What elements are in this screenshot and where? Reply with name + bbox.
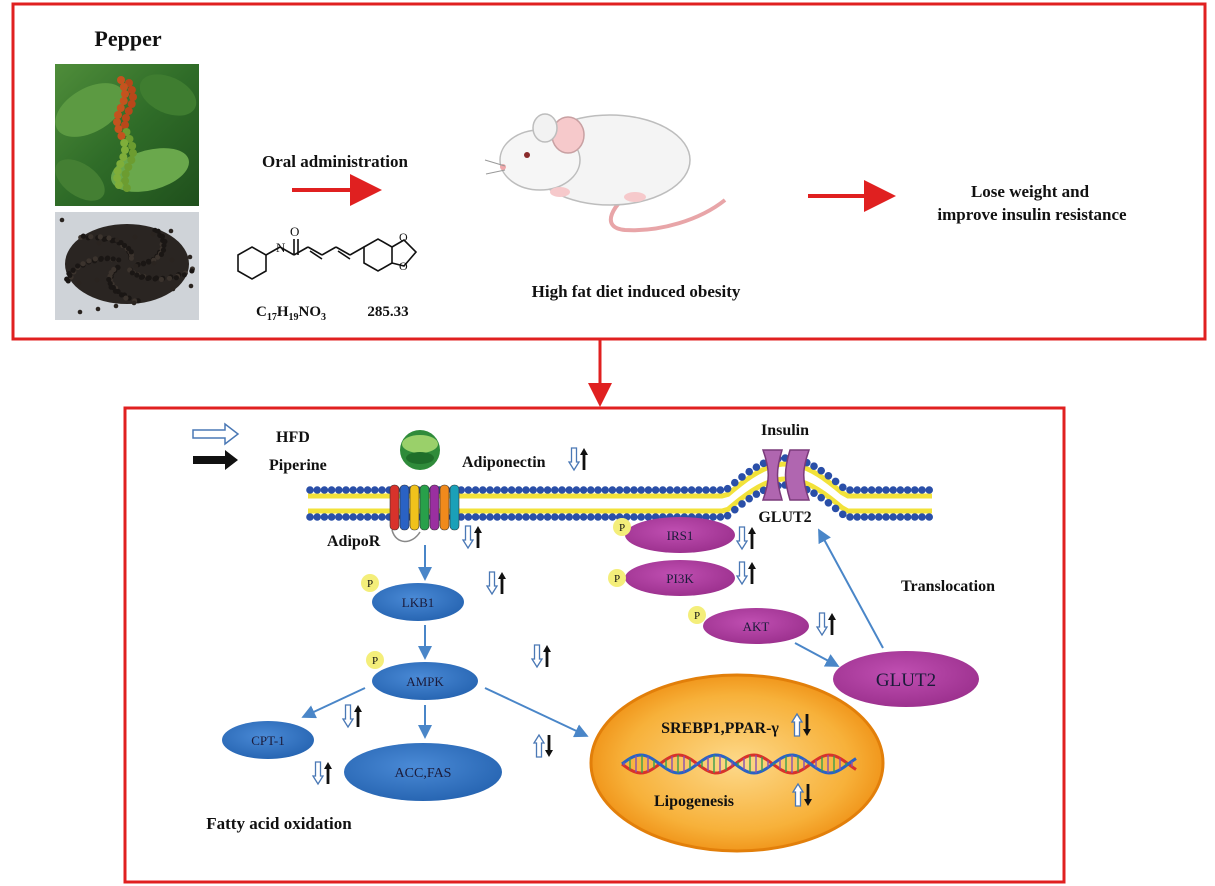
node-irs1-label: IRS1 — [667, 528, 694, 543]
piperine-structure — [237, 238, 418, 280]
pepper-plant-image — [55, 64, 199, 206]
glut2-channel-icon — [761, 449, 811, 501]
regulation-indicators — [311, 447, 836, 807]
node-irs1 — [625, 517, 735, 553]
node-pi3k — [625, 560, 735, 596]
adipor-label: AdipoR — [327, 533, 381, 550]
outcome-line-1: Lose weight and — [971, 182, 1090, 201]
mouse-caption: High fat diet induced obesity — [532, 282, 741, 301]
translocation-label: Translocation — [901, 578, 995, 595]
insulin-label: Insulin — [761, 422, 809, 439]
node-lkb1 — [372, 583, 464, 621]
legend-hfd-arrow — [192, 422, 240, 446]
adiponectin-protein-icon — [400, 430, 440, 470]
node-accfas-label: ACC,FAS — [395, 766, 452, 781]
structure-atom-o3: O — [399, 259, 408, 273]
node-ampk — [372, 662, 478, 700]
node-cpt1-label: CPT-1 — [251, 733, 284, 748]
pepper-title: Pepper — [94, 26, 161, 51]
adiponectin-label: Adiponectin — [462, 454, 546, 471]
fatty-acid-oxidation-label: Fatty acid oxidation — [206, 814, 352, 833]
svg-text:P: P — [372, 655, 378, 667]
svg-text:P: P — [619, 522, 625, 534]
legend-piperine-label: Piperine — [269, 457, 327, 474]
bottom-panel-frame — [123, 406, 1066, 884]
phospho-badges: P P P P P — [361, 518, 706, 669]
svg-text:P: P — [694, 610, 700, 622]
node-cpt1 — [222, 721, 314, 759]
node-akt — [703, 608, 809, 644]
structure-atom-o1: O — [290, 224, 299, 239]
node-pi3k-label: PI3K — [666, 571, 694, 586]
peppercorns-image — [55, 212, 199, 320]
signal-arrows — [301, 528, 884, 739]
dna-helix-icon — [621, 753, 857, 775]
molecular-weight: 285.33 — [367, 304, 408, 320]
node-accfas — [344, 743, 502, 801]
node-ampk-label: AMPK — [406, 674, 444, 689]
legend-hfd-label: HFD — [276, 429, 310, 446]
node-akt-label: AKT — [743, 619, 770, 634]
lipogenesis-label: Lipogenesis — [654, 793, 734, 810]
outcome-line-2: improve insulin resistance — [937, 205, 1127, 224]
svg-text:P: P — [367, 578, 373, 590]
top-panel-frame — [11, 2, 1207, 341]
node-lkb1-label: LKB1 — [402, 595, 435, 610]
srebp-label: SREBP1,PPAR-γ — [661, 720, 779, 737]
oral-administration-label: Oral administration — [262, 152, 408, 171]
node-glut2 — [833, 651, 979, 707]
mouse-illustration — [484, 113, 727, 233]
structure-atom-n: N — [276, 240, 286, 255]
svg-text:P: P — [614, 573, 620, 585]
structure-atom-o2: O — [399, 230, 408, 244]
node-glut2-label: GLUT2 — [876, 670, 936, 691]
molecular-formula: C17H19NO3 — [256, 304, 326, 323]
legend-piperine-arrow — [193, 450, 238, 470]
adipor-receptor-icon — [389, 484, 460, 543]
glut2-membrane-label: GLUT2 — [758, 509, 811, 526]
